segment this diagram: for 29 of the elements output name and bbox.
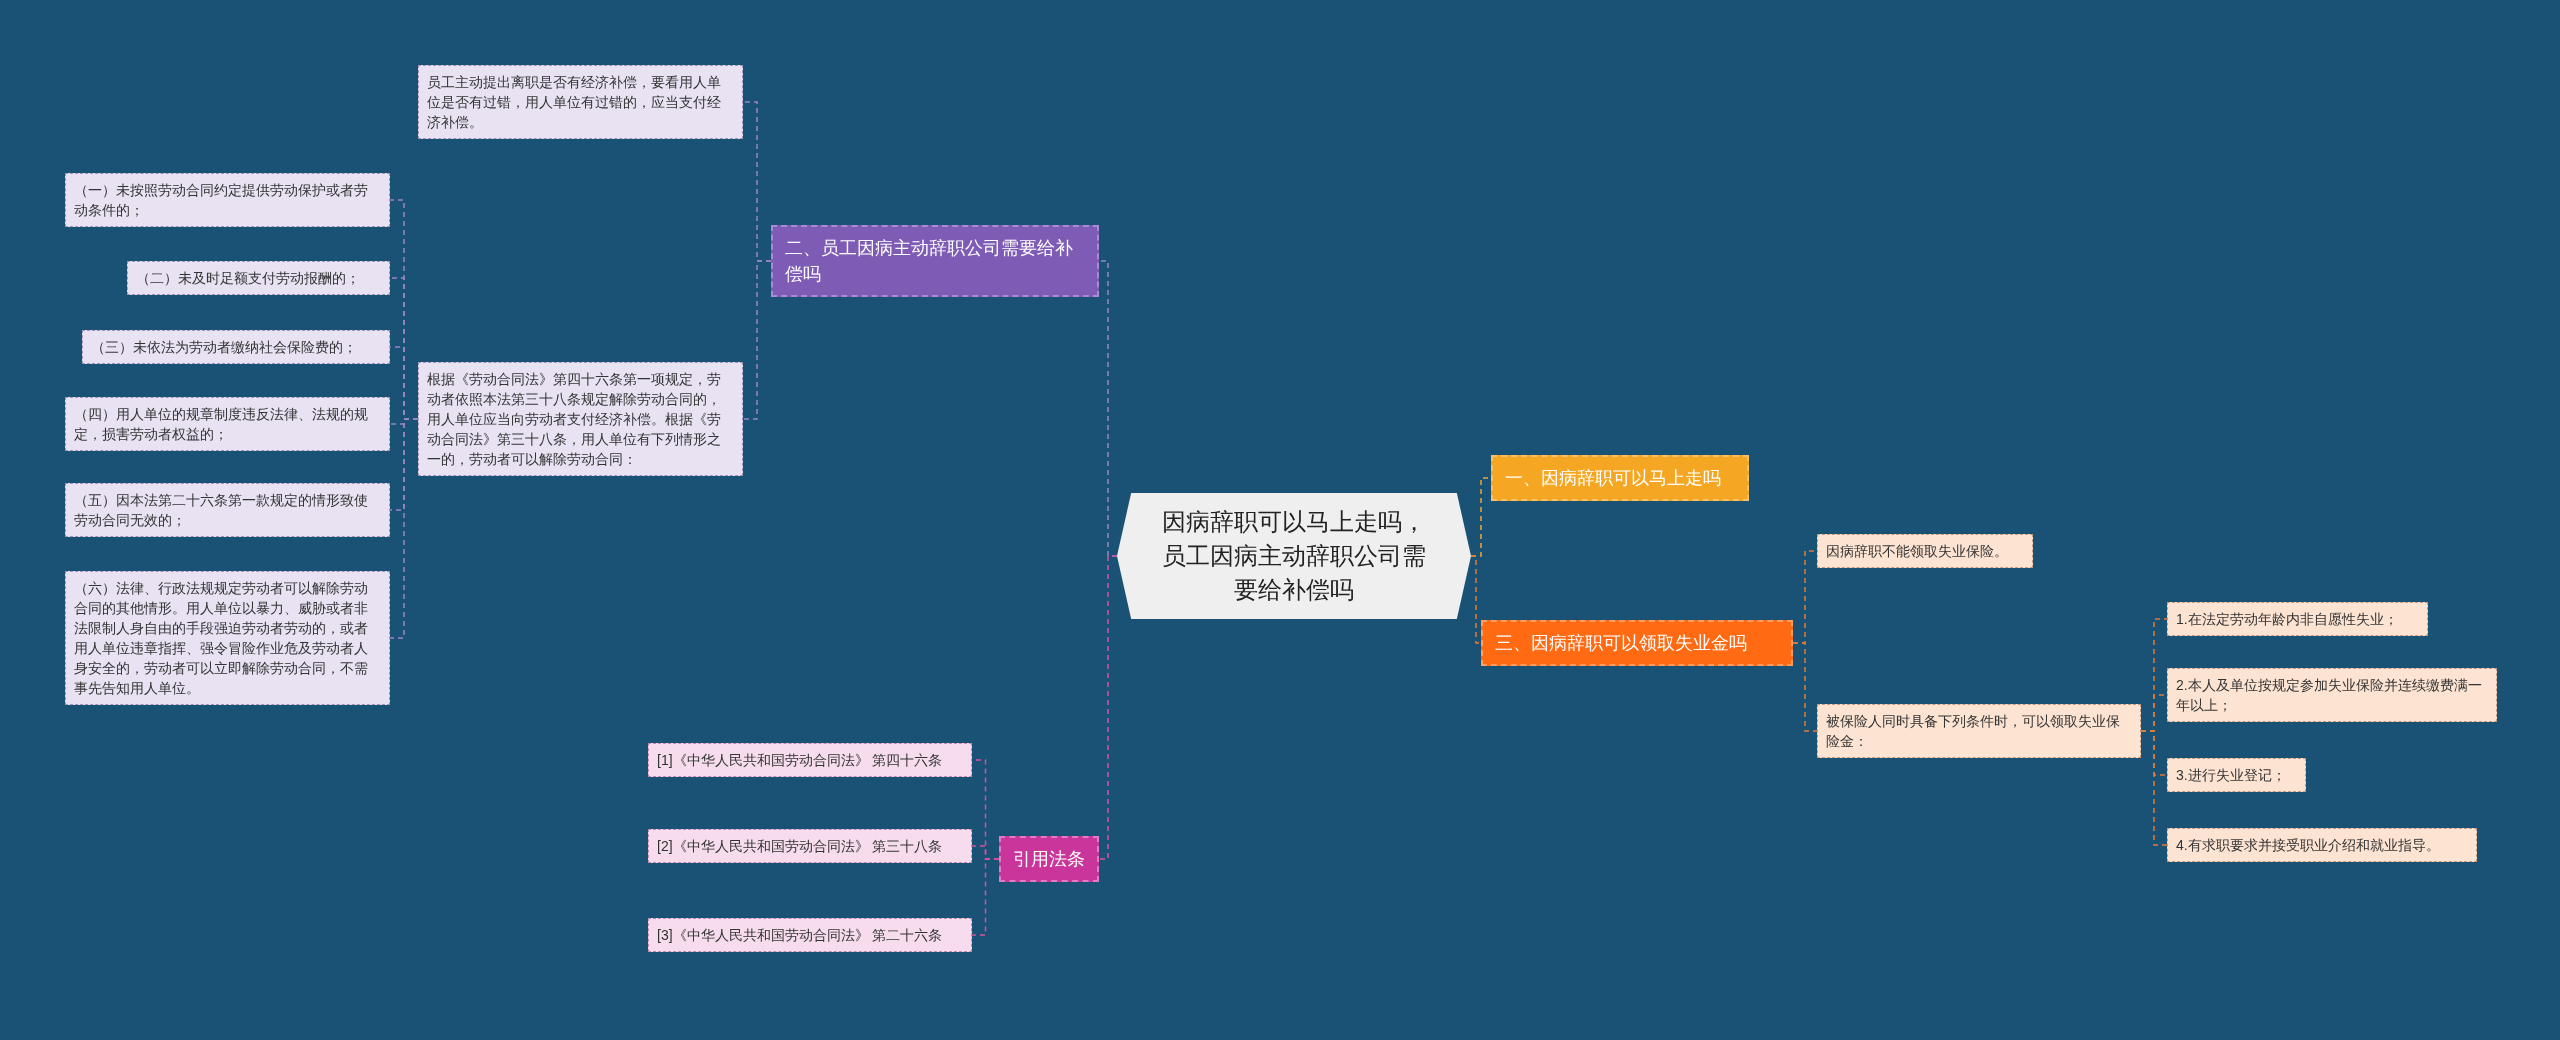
topic-box: 三、因病辞职可以领取失业金吗 — [1481, 620, 1793, 666]
connector-line — [1470, 555, 1482, 644]
topic-box: 一、因病辞职可以马上走吗 — [1491, 455, 1749, 501]
note-box: 4.有求职要求并接受职业介绍和就业指导。 — [2167, 828, 2477, 862]
note-box: 1.在法定劳动年龄内非自愿性失业； — [2167, 602, 2428, 636]
note-box: 员工主动提出离职是否有经济补偿，要看用人单位是否有过错，用人单位有过错的，应当支付经济补偿。 — [418, 65, 743, 139]
connector-line — [742, 260, 772, 420]
note-box: [3]《中华人民共和国劳动合同法》 第二十六条 — [648, 918, 972, 952]
connector-line — [971, 858, 1000, 936]
note-box: （二）未及时足额支付劳动报酬的； — [127, 261, 390, 295]
topic-box: 二、员工因病主动辞职公司需要给补偿吗 — [771, 225, 1099, 297]
note-box: [1]《中华人民共和国劳动合同法》 第四十六条 — [648, 743, 972, 777]
note-box: [2]《中华人民共和国劳动合同法》 第三十八条 — [648, 829, 972, 863]
connector-line — [389, 418, 419, 639]
connector-line — [2140, 730, 2168, 846]
topic-box: 引用法条 — [999, 836, 1099, 882]
connector-line — [1792, 642, 1818, 732]
note-box: 2.本人及单位按规定参加失业保险并连续缴费满一年以上； — [2167, 668, 2497, 722]
note-box: （三）未依法为劳动者缴纳社会保险费的； — [82, 330, 390, 364]
note-box: （一）未按照劳动合同约定提供劳动保护或者劳动条件的； — [65, 173, 390, 227]
connector-line — [1098, 555, 1118, 860]
note-box: 3.进行失业登记； — [2167, 758, 2306, 792]
note-box: 根据《劳动合同法》第四十六条第一项规定，劳动者依照本法第三十八条规定解除劳动合同的，用人单位应当向劳动者支付经济补偿。根据《劳动合同法》第三十八条，用人单位有下列情形之一的，劳动者可以解除劳动合同： — [418, 362, 743, 476]
central-topic: 因病辞职可以马上走吗，员工因病主动辞职公司需要给补偿吗 — [1117, 493, 1471, 619]
note-box: 被保险人同时具备下列条件时，可以领取失业保险金： — [1817, 704, 2141, 758]
note-box: 因病辞职不能领取失业保险。 — [1817, 534, 2033, 568]
note-box: （五）因本法第二十六条第一款规定的情形致使劳动合同无效的； — [65, 483, 390, 537]
note-box: （四）用人单位的规章制度违反法律、法规的规定，损害劳动者权益的； — [65, 397, 390, 451]
note-box: （六）法律、行政法规规定劳动者可以解除劳动合同的其他情形。用人单位以暴力、威胁或者非法限制人身自由的手段强迫劳动者劳动的，或者用人单位违章指挥、强令冒险作业危及劳动者人身安全的，劳动者可以立即解除劳动合同，不需事先告知用人单位。 — [65, 571, 390, 705]
